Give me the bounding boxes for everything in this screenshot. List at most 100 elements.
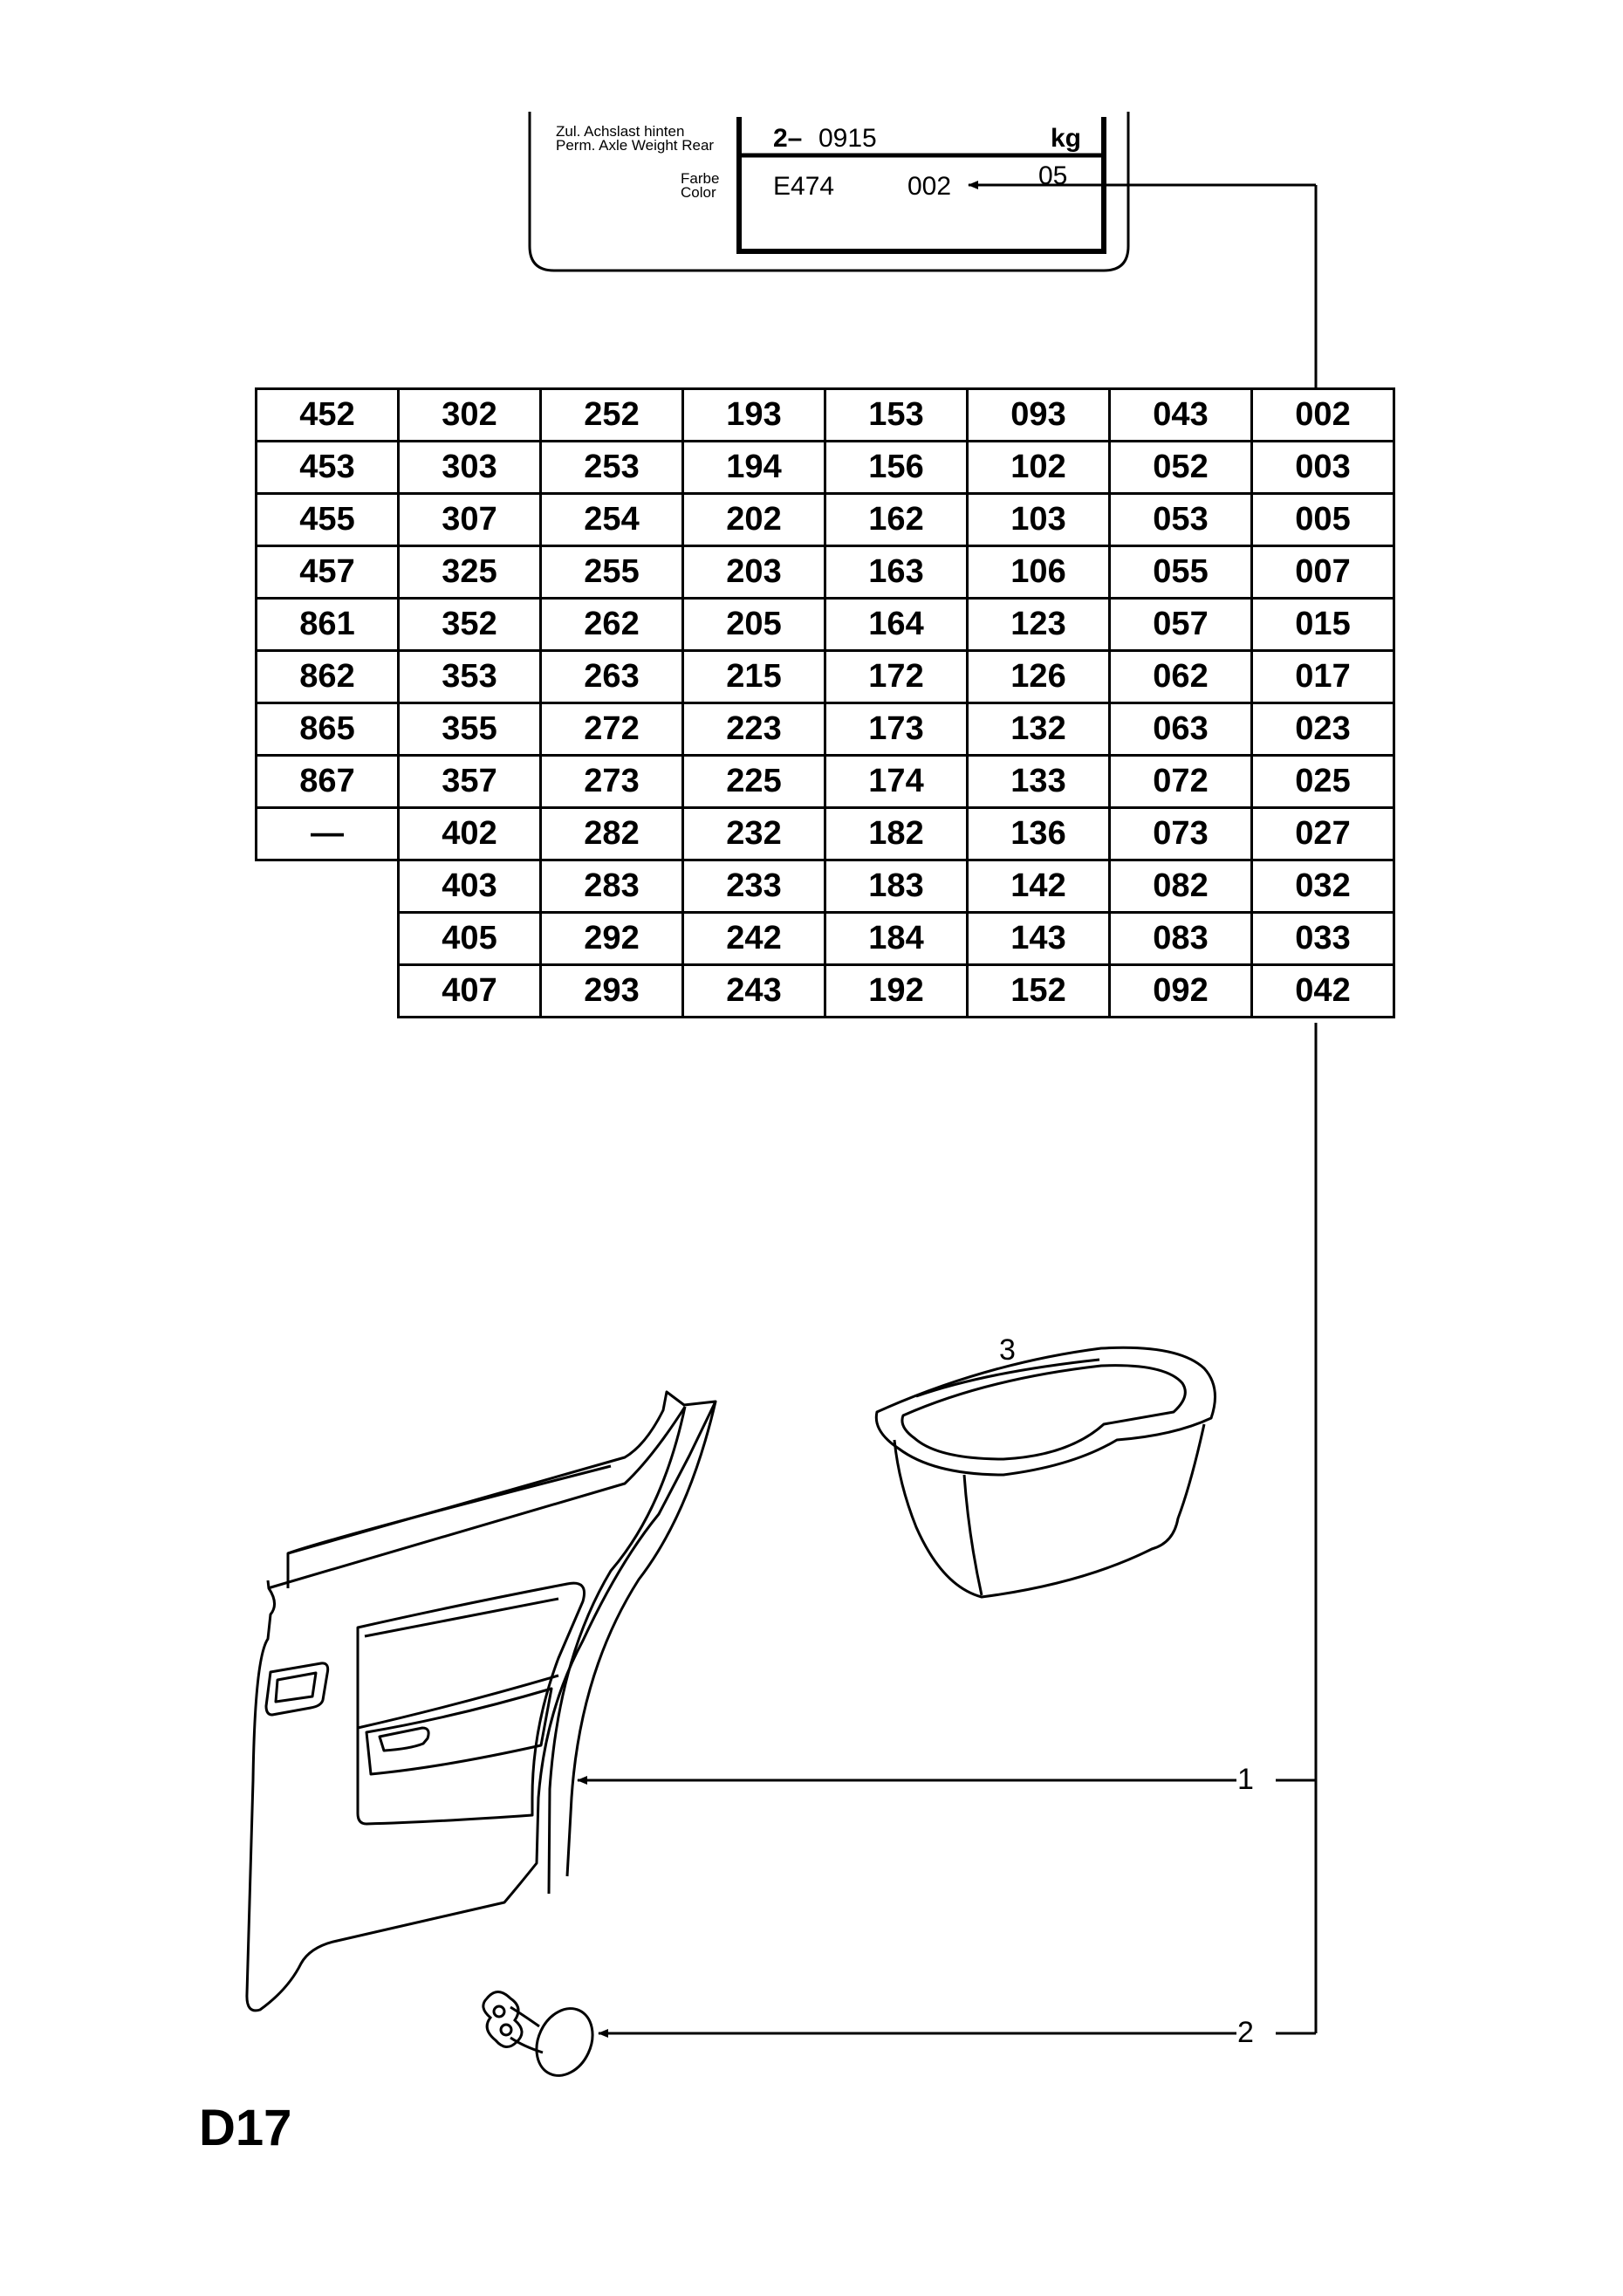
color-code-cell: 073 xyxy=(1108,806,1253,861)
plate-paint-code: E474 xyxy=(773,172,835,201)
color-code-cell: 174 xyxy=(824,754,969,809)
color-code-cell: 452 xyxy=(255,387,400,442)
storage-tray-illustration xyxy=(874,1346,1216,1599)
color-code-cell: 182 xyxy=(824,806,969,861)
color-code-cell: 307 xyxy=(397,492,542,547)
color-code-cell: 007 xyxy=(1250,545,1395,600)
color-code-cell: 254 xyxy=(539,492,684,547)
color-code-cell: 862 xyxy=(255,649,400,704)
color-code-cell: 126 xyxy=(966,649,1111,704)
color-code-cell: 352 xyxy=(397,597,542,652)
color-code-cell: 042 xyxy=(1250,963,1395,1018)
color-code-cell: 225 xyxy=(681,754,826,809)
color-code-cell: 082 xyxy=(1108,859,1253,914)
color-code-cell: 106 xyxy=(966,545,1111,600)
color-code-cell: 032 xyxy=(1250,859,1395,914)
color-code-cell: 152 xyxy=(966,963,1111,1018)
color-code-cell: 015 xyxy=(1250,597,1395,652)
color-code-cell: 132 xyxy=(966,702,1111,757)
color-code-cell: 102 xyxy=(966,440,1111,495)
color-code-cell: 205 xyxy=(681,597,826,652)
color-code-cell: 172 xyxy=(824,649,969,704)
color-code-cell: 233 xyxy=(681,859,826,914)
color-code-cell: 242 xyxy=(681,911,826,966)
color-code-cell: 164 xyxy=(824,597,969,652)
color-code-cell: 215 xyxy=(681,649,826,704)
color-code-cell: 083 xyxy=(1108,911,1253,966)
color-code-cell: 183 xyxy=(824,859,969,914)
color-code-cell: 103 xyxy=(966,492,1111,547)
color-code-cell: 055 xyxy=(1108,545,1253,600)
table-leader-lines xyxy=(577,1023,1318,2038)
empty-cell xyxy=(257,860,399,913)
color-code-cell: 003 xyxy=(1250,440,1395,495)
plate-axle-label-de: Zul. Achslast hinten xyxy=(556,123,685,140)
color-code-cell: 253 xyxy=(539,440,684,495)
color-code-cell: 867 xyxy=(255,754,400,809)
color-code-cell: 194 xyxy=(681,440,826,495)
color-code-cell: 005 xyxy=(1250,492,1395,547)
color-code-cell: 133 xyxy=(966,754,1111,809)
plate-axle-label-en: Perm. Axle Weight Rear xyxy=(556,137,715,154)
color-code-cell: 232 xyxy=(681,806,826,861)
color-code-cell: 023 xyxy=(1250,702,1395,757)
plate-color-label-en: Color xyxy=(681,184,716,201)
color-code-cell: 407 xyxy=(397,963,542,1018)
color-code-cell: 861 xyxy=(255,597,400,652)
rear-door-trim-panel-illustration xyxy=(245,1390,717,2012)
color-code-cell: 202 xyxy=(681,492,826,547)
color-code-cell: 123 xyxy=(966,597,1111,652)
color-code-cell: 173 xyxy=(824,702,969,757)
color-code-cell: 263 xyxy=(539,649,684,704)
color-code-cell: 192 xyxy=(824,963,969,1018)
color-code-cell: 303 xyxy=(397,440,542,495)
color-code-cell: 184 xyxy=(824,911,969,966)
color-code-cell: 033 xyxy=(1250,911,1395,966)
color-code-cell: 053 xyxy=(1108,492,1253,547)
callout-2: 2 xyxy=(1237,2016,1254,2049)
color-code-cell: 156 xyxy=(824,440,969,495)
color-code-cell: 402 xyxy=(397,806,542,861)
color-code-cell: 262 xyxy=(539,597,684,652)
color-code-cell: 293 xyxy=(539,963,684,1018)
callout-1: 1 xyxy=(1237,1763,1254,1796)
color-code-cell: 025 xyxy=(1250,754,1395,809)
color-code-cell: 865 xyxy=(255,702,400,757)
retaining-clip-illustration xyxy=(482,1991,594,2077)
color-code-cell: 353 xyxy=(397,649,542,704)
empty-cell xyxy=(257,965,399,1018)
color-code-cell: 282 xyxy=(539,806,684,861)
color-code-cell: 255 xyxy=(539,545,684,600)
plate-trailing-code: 05 xyxy=(1038,161,1068,184)
color-code-cell: 017 xyxy=(1250,649,1395,704)
color-code-cell: 072 xyxy=(1108,754,1253,809)
color-code-cell: 357 xyxy=(397,754,542,809)
color-code-cell: 355 xyxy=(397,702,542,757)
color-code-cell: 302 xyxy=(397,387,542,442)
color-code-cell: 142 xyxy=(966,859,1111,914)
color-code-cell: 453 xyxy=(255,440,400,495)
color-code-cell: 143 xyxy=(966,911,1111,966)
plate-axle-value: 0915 xyxy=(818,124,877,153)
plate-axle-prefix: 2– xyxy=(773,124,803,153)
plate-leader-line xyxy=(968,181,1318,387)
plate-color-code: 002 xyxy=(907,172,952,201)
color-code-cell: 193 xyxy=(681,387,826,442)
page-code: D17 xyxy=(199,2100,292,2156)
color-code-cell: 092 xyxy=(1108,963,1253,1018)
color-code-cell: 063 xyxy=(1108,702,1253,757)
empty-cell xyxy=(257,913,399,965)
callout-3: 3 xyxy=(999,1333,1016,1367)
color-code-cell: 062 xyxy=(1108,649,1253,704)
color-code-cell: 136 xyxy=(966,806,1111,861)
color-code-cell: — xyxy=(255,806,400,861)
color-code-cell: 243 xyxy=(681,963,826,1018)
color-code-cell: 405 xyxy=(397,911,542,966)
